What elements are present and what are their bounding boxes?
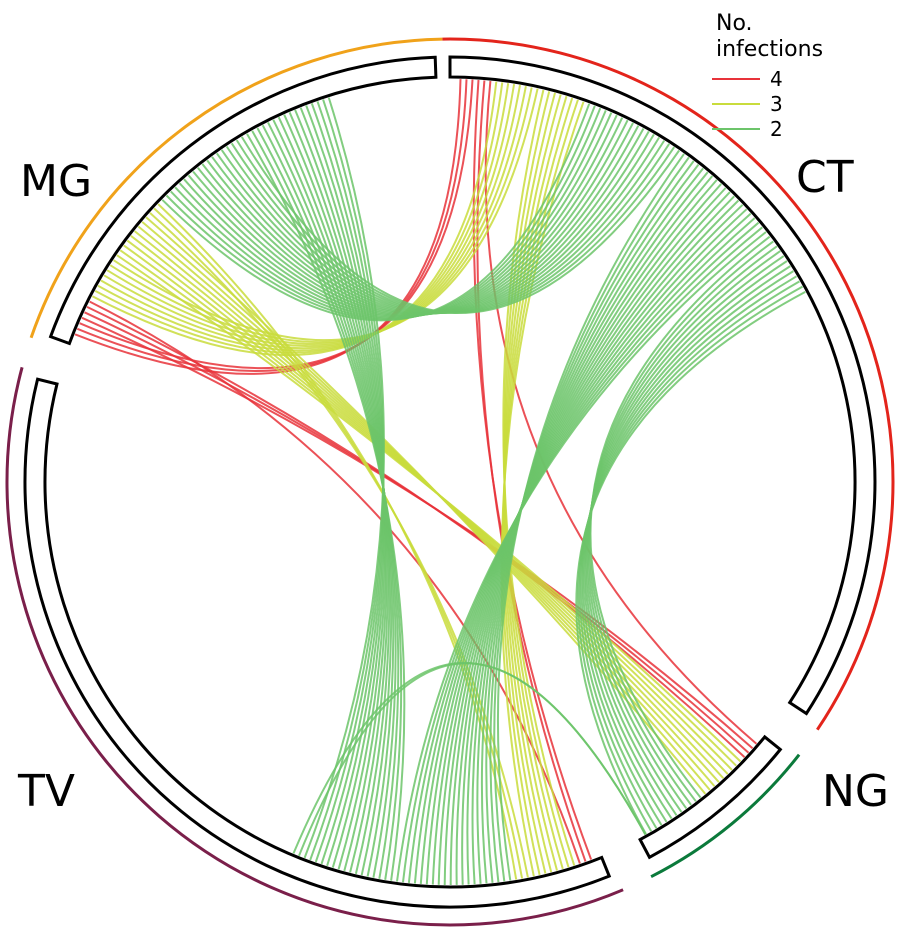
legend-label-4: 4 [770,67,783,91]
chord-ct-tv-2 [471,175,714,885]
chord-mg-tv-2 [314,101,385,863]
legend-title-line2: infections [716,37,823,62]
chord-mg-tv-2 [303,97,385,859]
chord-ct-ng-2 [575,291,806,835]
chord-ct-tv-3 [500,101,585,877]
legend-label-3: 3 [770,92,783,116]
segment-label-ng: NG [822,766,889,817]
legend-title-line1: No. [716,11,753,36]
chord-ct-mg-2 [240,136,680,314]
segment-outer-arc-mg [29,37,443,339]
segment-label-mg: MG [20,156,92,207]
segment-band-mg [48,55,438,346]
legend-label-2: 2 [770,117,783,141]
chord-mg-tv-3 [157,203,518,880]
chord-ct-ng-4 [484,80,758,745]
chord-ct-tv-2 [396,231,767,882]
chord-mg-tv-4 [89,300,581,864]
segment-band-ng [638,734,783,860]
segment-band-ct [448,55,877,716]
chord-ct-ng-2 [589,235,771,799]
segment-outer-arc-ng [650,753,801,879]
segment-outer-arcs [5,37,895,927]
chord-mg-tv-2 [283,114,389,873]
chord-tv-ng-2 [292,661,647,854]
segment-band-tv [23,377,612,909]
chord-links [74,79,806,886]
segment-label-tv: TV [17,766,75,817]
segment-label-ct: CT [796,152,854,203]
segment-outer-arc-tv [5,366,624,927]
segment-ring [23,55,877,909]
segment-outer-arc-ct [442,37,895,731]
legend: No. infections 4 3 2 [712,11,823,141]
